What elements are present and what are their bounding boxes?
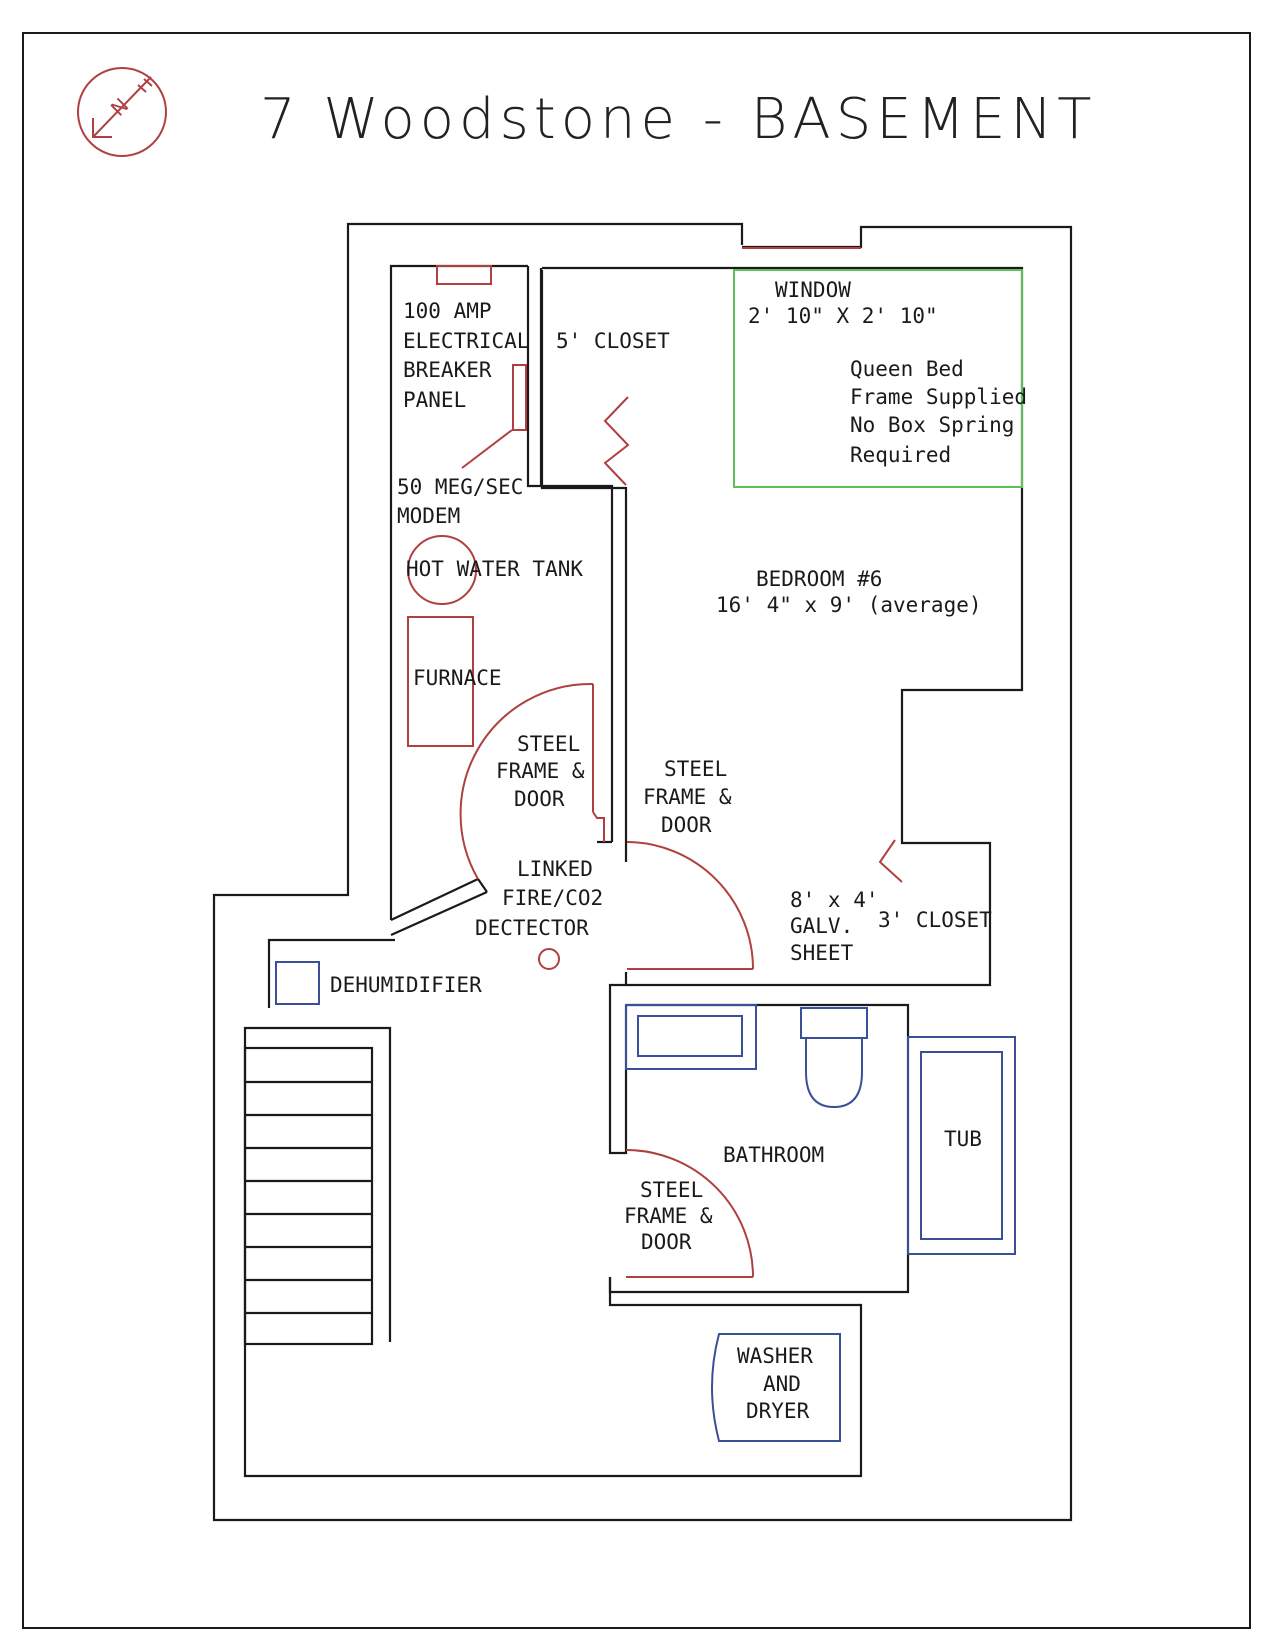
bathroom-door-label: STEEL FRAME & DOOR [624, 1178, 725, 1254]
closet-3-label: 3' CLOSET [878, 908, 992, 932]
furnace-room-door-label: STEEL FRAME & DOOR [496, 732, 597, 811]
north-letter: N [106, 93, 134, 121]
toilet-icon [800, 1007, 868, 1109]
window-label: WINDOW 2' 10" X 2' 10" [748, 278, 938, 328]
furnace-room-door-icon [459, 682, 605, 880]
dehumidifier-label: DEHUMIDIFIER [330, 973, 482, 997]
bedroom-label: BEDROOM #6 16' 4" x 9' (average) [716, 567, 982, 617]
breaker-panel [436, 265, 492, 285]
stairs [243, 1046, 374, 1346]
closet-5-door-icon [603, 396, 630, 486]
detector-label: LINKED FIRE/CO2 DECTECTOR [475, 857, 616, 940]
exterior-walls [212, 222, 1073, 1522]
washer-dryer-icon [711, 1333, 841, 1442]
galv-sheet-label: 8' x 4' GALV. SHEET [790, 888, 891, 965]
bedroom-door-icon [626, 841, 754, 970]
bathtub-icon [907, 1036, 1016, 1255]
dehumidifier-icon [275, 961, 320, 1005]
page-border [22, 32, 1251, 1629]
bedroom-door-label: STEEL FRAME & DOOR [643, 757, 744, 837]
detector-icon [538, 948, 560, 970]
queen-bed [733, 269, 1023, 488]
hot-water-tank-icon [407, 535, 477, 605]
vanity-sink-icon [625, 1004, 757, 1070]
bathroom-label: BATHROOM [723, 1143, 824, 1167]
utility-room-walls [389, 264, 628, 937]
laundry-label: WASHER AND DRYER [737, 1344, 826, 1423]
electrical-panel-label: 100 AMP ELECTRICAL BREAKER PANEL [403, 299, 542, 412]
furnace-icon [407, 616, 474, 747]
closet-5-label: 5' CLOSET [556, 329, 670, 353]
hot-water-tank-label: HOT WATER TANK [406, 557, 583, 581]
closet-3-door-icon [878, 839, 903, 883]
breaker-panel-side [512, 364, 527, 431]
bathroom-walls [243, 983, 910, 1478]
furnace-label: FURNACE [413, 666, 502, 690]
bathroom-door-icon [625, 1149, 754, 1278]
tub-label: TUB [944, 1127, 982, 1151]
modem-label: 50 MEG/SEC MODEM [397, 475, 536, 528]
page-title: 7 Woodstone - BASEMENT [260, 87, 1096, 152]
north-arrow-icon: N [77, 67, 167, 157]
bed-label: Queen Bed Frame Supplied No Box Spring R… [850, 357, 1040, 467]
